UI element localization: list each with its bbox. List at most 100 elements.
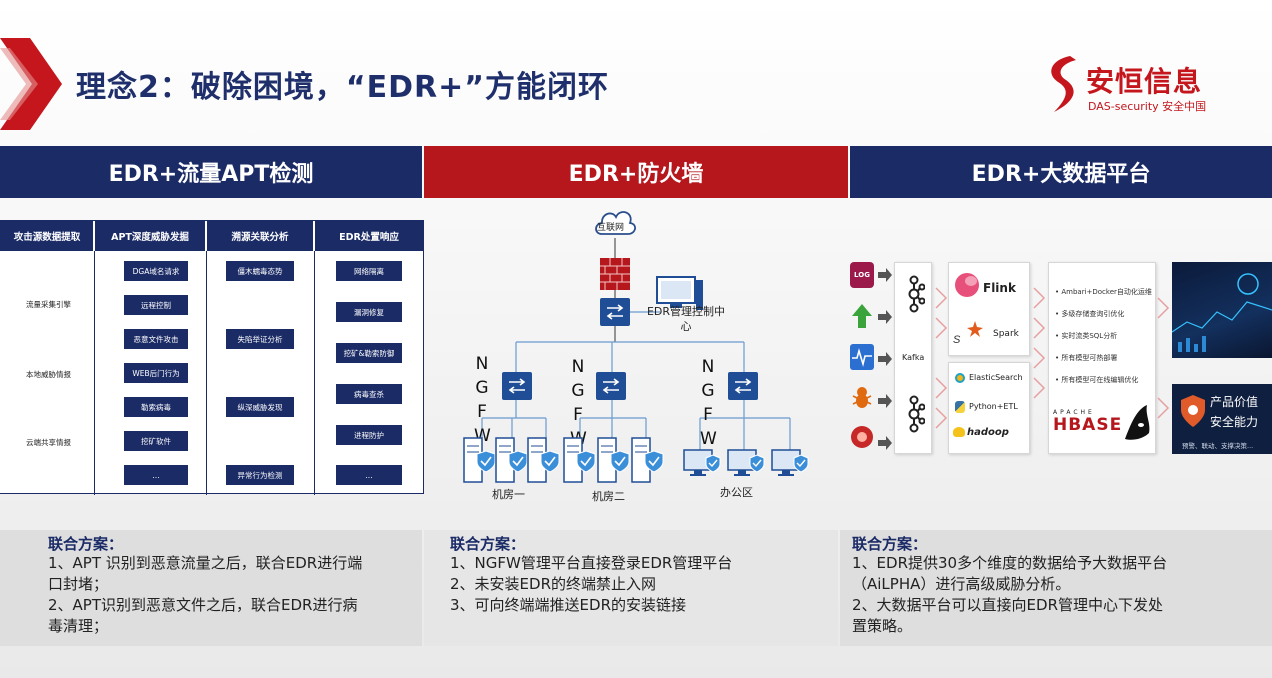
firewall-topology-diagram: 互联网 EDR管理控制中心 NGFW NGFW NG [424,200,848,510]
server-group-icon [563,437,664,483]
feature-panel: • Ambari+Docker自动化运维 • 多级存储查询引优化 • 实时流类S… [1048,262,1156,454]
hadoop-label: hadoop [967,427,1009,438]
chevron-arrows [1033,287,1046,399]
hadoop-icon [953,427,965,437]
cloud-icon [595,211,636,235]
apt-response-item: 进程防护 [336,425,402,445]
apt-header-deep: APT深度威胁发掘 [94,221,206,251]
feature-item: • 多级存储查询引优化 [1055,310,1125,318]
ngfw-switch-icon [502,372,532,400]
header-divider [93,221,95,251]
feature-item: • 所有模型可热部署 [1055,354,1118,362]
firewall-icon [600,258,630,290]
chevron-decoration [0,38,62,130]
apt-deep-item: WEB后门行为 [124,363,188,383]
apt-deep-item: ... [124,465,188,485]
elasticsearch-label: ElasticSearch [969,373,1023,382]
solution-line: 1、NGFW管理平台直接登录EDR管理平台 [450,554,733,572]
solution-line: 3、可向终端端推送EDR的安装链接 [450,596,686,614]
flink-icon [955,273,979,297]
header-divider [205,221,207,251]
feature-item: • 实时流类SQL分析 [1055,332,1118,340]
apt-trace-item: 异常行为检测 [226,465,294,485]
solution-line: 2、APT识别到恶意文件之后，联合EDR进行病 [48,596,358,614]
apt-deep-item: 勒索病毒 [124,397,188,417]
solution-line: 2、大数据平台可以直接向EDR管理中心下发处 [852,596,1163,614]
logo-mark-icon [1051,56,1076,112]
ngfw-switch-icon [728,372,758,400]
apt-header-source: 攻击源数据提取 [0,221,94,251]
page-title: 理念2：破除困境，“EDR+”方能闭环 [76,70,609,105]
column-divider [206,251,207,495]
log-icon: LOG [850,262,874,288]
capability-title: 产品价值 安全能力 [1210,395,1259,429]
solution-line: 置策略。 [852,617,913,635]
logo-text: 安恒信息 [1086,65,1203,98]
solution-title: 联合方案： [450,535,526,553]
apt-deep-item: 恶意文件攻击 [124,329,188,349]
apache-label: APACHE [1053,409,1095,416]
management-monitor-icon [656,276,703,310]
spark-icon: S [953,321,983,345]
capability-subtitle: 预警、联动、支撑决策... [1182,442,1254,450]
apt-deep-item: DGA域名请求 [124,261,188,281]
zone-label-office: 办公区 [720,486,753,499]
desktop-group-icon [683,449,809,476]
capability-panel: 产品价值 安全能力 预警、联动、支撑决策... [1172,384,1272,454]
zone-label-room2: 机房二 [592,490,625,503]
chevron-arrows [1157,297,1170,419]
solution-line: 毒清理； [48,617,109,635]
upload-arrow-icon [852,304,872,328]
topology-lines [481,238,791,450]
apt-source-item: 流量采集引擎 [26,300,71,309]
feature-item: • 所有模型可在线编辑优化 [1055,376,1139,384]
solution-line: 2、未安装EDR的终端禁止入网 [450,575,656,593]
bigdata-platform-diagram: LOG Kafka [850,258,1272,458]
flink-label: Flink [983,281,1016,295]
apt-header-response: EDR处置响应 [314,221,424,251]
logo-subtext: DAS-security 安全中国 [1088,100,1207,113]
column-divider [94,251,95,495]
company-logo: 安恒信息 DAS-security 安全中国 [1040,52,1230,122]
server-group-icon [463,437,560,483]
svg-text:S: S [953,334,961,345]
spark-label: Spark [993,329,1019,339]
arrow-icons [878,268,892,450]
apt-detection-table: 攻击源数据提取 APT深度威胁发掘 溯源关联分析 EDR处置响应 流量采集引擎 … [0,220,424,495]
shield-icon [1181,395,1205,427]
firewall-solution-text: 联合方案： 1、NGFW管理平台直接登录EDR管理平台 2、未安装EDR的终端禁… [424,530,838,646]
stream-engine-panel: Flink S Spark [948,262,1030,356]
column-header-apt: EDR+流量APT检测 [0,146,422,198]
apt-response-item: 漏洞修复 [336,302,402,322]
python-icon [955,401,965,413]
pulse-icon [850,344,874,370]
kafka-label: Kafka [902,353,925,362]
header-divider [313,221,315,251]
apt-header-trace: 溯源关联分析 [206,221,314,251]
apt-deep-item: 挖矿软件 [124,431,188,451]
apt-response-item: 病毒查杀 [336,384,402,404]
solution-line: 1、APT 识别到恶意流量之后，联合EDR进行端 [48,554,363,572]
apt-response-item: 网络隔离 [336,261,402,281]
alert-icon [851,426,873,448]
orca-icon [1125,405,1150,440]
apt-trace-item: 僵木蠕毒态势 [226,261,294,281]
kafka-icon [908,275,925,313]
elasticsearch-icon [955,373,965,383]
zone-label-room1: 机房一 [492,488,525,501]
column-header-firewall: EDR+防火墙 [424,146,848,198]
storage-engine-panel: ElasticSearch Python+ETL hadoop [948,362,1030,454]
apt-source-item: 本地威胁情报 [26,370,71,379]
feature-item: • Ambari+Docker自动化运维 [1055,288,1152,296]
kafka-panel: Kafka [894,262,932,454]
apt-solution-text: 联合方案： 1、APT 识别到恶意流量之后，联合EDR进行端 口封堵； 2、AP… [0,530,422,646]
apt-source-item: 云端共享情报 [26,438,71,447]
solution-line: 口封堵； [48,575,109,593]
solution-title: 联合方案： [852,535,928,553]
solution-line: （AiLPHA）进行高级威胁分析。 [852,575,1071,593]
dashboard-chart-icon [1171,273,1272,352]
solution-title: 联合方案： [48,535,124,553]
dashboard-thumbnail [1171,262,1272,358]
